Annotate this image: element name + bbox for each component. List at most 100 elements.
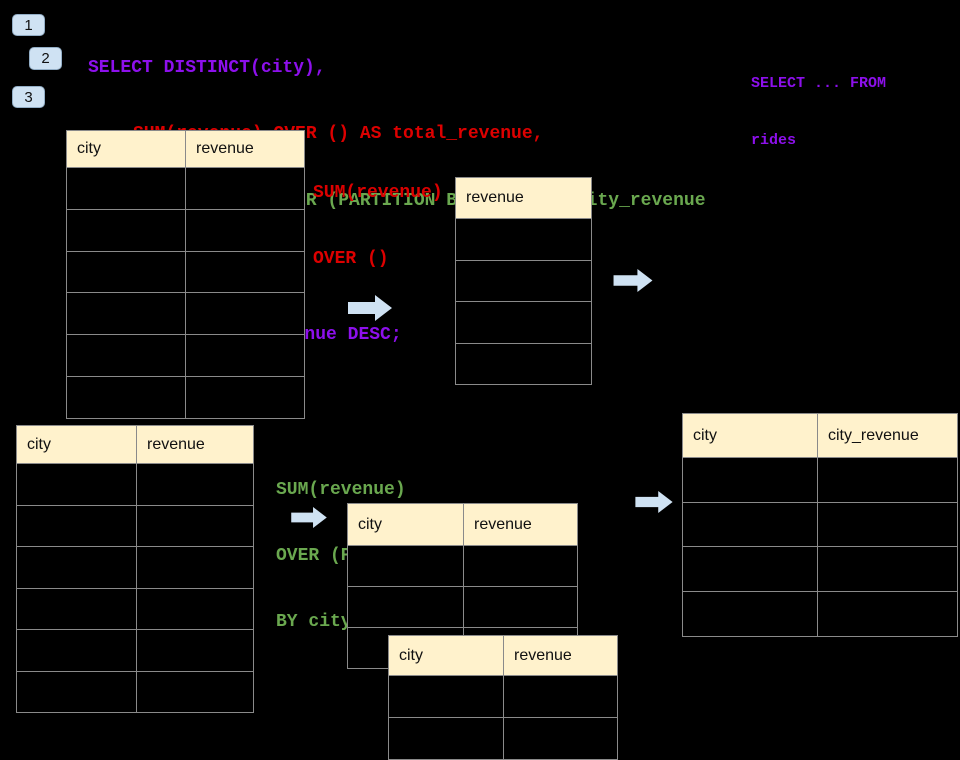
table-cell: [389, 676, 504, 718]
column-header-revenue: revenue: [137, 426, 254, 464]
table-total-result: revenue: [455, 177, 592, 385]
table-row: [17, 588, 254, 630]
table-cell: [17, 671, 137, 713]
table-cell: [348, 546, 464, 587]
column-header-city: city: [389, 636, 504, 676]
table-cell: [186, 251, 305, 294]
table-row: [17, 630, 254, 672]
step-badge-1: 1: [12, 14, 45, 36]
table-cell: [137, 464, 254, 506]
table-row: [683, 592, 958, 637]
table-header-row: city city_revenue: [683, 414, 958, 458]
table-cell: [17, 588, 137, 630]
table-row: [17, 547, 254, 589]
table-row: [67, 168, 305, 210]
table-row: [17, 505, 254, 547]
table-row: [456, 260, 592, 302]
table-cell: [17, 505, 137, 547]
table-row: [67, 209, 305, 252]
table-row: [389, 676, 618, 718]
table-body: [683, 458, 958, 637]
annotation-line: SUM(revenue): [313, 183, 443, 203]
table-cell: [504, 676, 618, 718]
flow-arrow-icon: [348, 295, 392, 321]
table-row: [389, 718, 618, 760]
table-cell: [17, 547, 137, 589]
table-cell: [818, 502, 958, 548]
table-row: [456, 343, 592, 385]
table-cell: [137, 505, 254, 547]
table-cell: [137, 588, 254, 630]
table-cell: [17, 630, 137, 672]
table-cell: [67, 293, 186, 336]
sql-line-select: SELECT DISTINCT(city),: [88, 57, 326, 78]
column-header-city-revenue: city_revenue: [818, 414, 958, 458]
table-cell: [67, 251, 186, 294]
column-header-city: city: [67, 131, 186, 168]
table-row: [348, 546, 578, 587]
table-cell: [67, 168, 186, 210]
side-note-line-2: rides: [751, 132, 797, 149]
table-partition-overlay: city revenue: [388, 635, 618, 760]
table-cell: [683, 547, 818, 593]
table-city-result: city city_revenue: [682, 413, 958, 637]
table-cell: [818, 592, 958, 637]
table-cell: [818, 547, 958, 593]
table-row: [683, 502, 958, 548]
table-header-row: city revenue: [389, 636, 618, 676]
table-source-bottom: city revenue: [16, 425, 254, 713]
side-note-line-1: SELECT ... FROM: [751, 75, 887, 92]
table-cell: [456, 343, 592, 385]
table-cell: [389, 718, 504, 760]
annotation-sum-over: SUM(revenue) OVER (): [313, 138, 443, 292]
table-row: [17, 464, 254, 506]
table-cell: [67, 376, 186, 419]
table-source-top: city revenue: [66, 130, 305, 419]
table-cell: [456, 219, 592, 261]
flow-arrow-icon: [291, 507, 327, 528]
flow-arrow-icon: [635, 491, 673, 513]
table-body: [67, 168, 305, 419]
table-row: [683, 458, 958, 503]
flow-arrow-icon: [613, 269, 653, 292]
table-row: [67, 376, 305, 419]
table-row: [67, 251, 305, 294]
table-cell: [464, 546, 578, 587]
table-cell: [137, 547, 254, 589]
table-row: [683, 547, 958, 593]
table-cell: [17, 464, 137, 506]
table-cell: [186, 209, 305, 252]
column-header-revenue: revenue: [456, 178, 592, 219]
table-header-row: city revenue: [348, 504, 578, 546]
table-cell: [137, 630, 254, 672]
table-cell: [186, 335, 305, 377]
table-cell: [67, 335, 186, 377]
table-cell: [186, 293, 305, 336]
table-row: [67, 335, 305, 377]
table-body: [389, 676, 618, 760]
column-header-revenue: revenue: [186, 131, 305, 168]
table-cell: [456, 302, 592, 344]
table-row: [17, 671, 254, 713]
annotation-line: SUM(revenue): [276, 480, 406, 500]
table-cell: [137, 671, 254, 713]
annotation-line: OVER (): [313, 249, 389, 269]
table-row: [456, 302, 592, 344]
table-cell: [67, 209, 186, 252]
step-badge-3: 3: [12, 86, 45, 108]
table-row: [456, 219, 592, 261]
table-cell: [186, 168, 305, 210]
table-cell: [348, 587, 464, 628]
table-body: [456, 219, 592, 385]
table-row: [348, 587, 578, 628]
column-header-revenue: revenue: [464, 504, 578, 546]
slide-canvas: { "colors": { "purple": "#8d10ec", "red"…: [12, 14, 958, 760]
table-cell: [504, 718, 618, 760]
table-header-row: revenue: [456, 178, 592, 219]
column-header-city: city: [17, 426, 137, 464]
column-header-revenue: revenue: [504, 636, 618, 676]
table-row: [67, 293, 305, 336]
column-header-city: city: [348, 504, 464, 546]
step-badge-2: 2: [29, 47, 62, 70]
table-cell: [186, 376, 305, 419]
